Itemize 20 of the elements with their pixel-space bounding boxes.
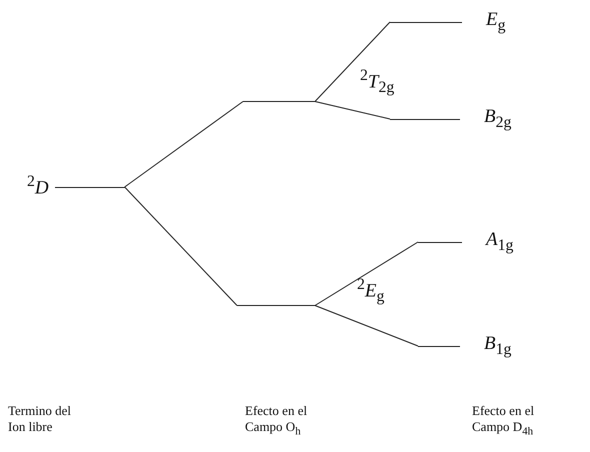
term-symbol: $^{2}$E$_{g}$: [357, 275, 386, 307]
splitting-line: [124, 186, 238, 306]
splitting-line: [314, 101, 390, 120]
energy-level: [390, 107, 512, 131]
term-symbol: $^{2}$D: [27, 173, 49, 201]
term-symbol: $^{2}$T$_{2g}$: [360, 66, 396, 98]
column-caption: Efecto en el Campo D$_{4h}$: [472, 403, 536, 440]
term-symbol: A$_{1g}$: [486, 228, 514, 256]
column-caption: Efecto en el Campo O$_{h}$: [245, 403, 308, 440]
term-symbol: E$_{g}$: [486, 8, 506, 36]
splitting-line: [314, 305, 418, 346]
column-caption: Termino del Ion libre: [8, 403, 72, 436]
splitting-line: [314, 22, 390, 102]
splitting-line: [124, 101, 244, 188]
energy-level: [390, 10, 506, 34]
term-symbol: B$_{2g}$: [484, 106, 512, 132]
term-symbol: B$_{1g}$: [484, 332, 512, 360]
splitting-line: [314, 242, 418, 306]
energy-level: [418, 230, 514, 254]
energy-level: [418, 334, 512, 358]
